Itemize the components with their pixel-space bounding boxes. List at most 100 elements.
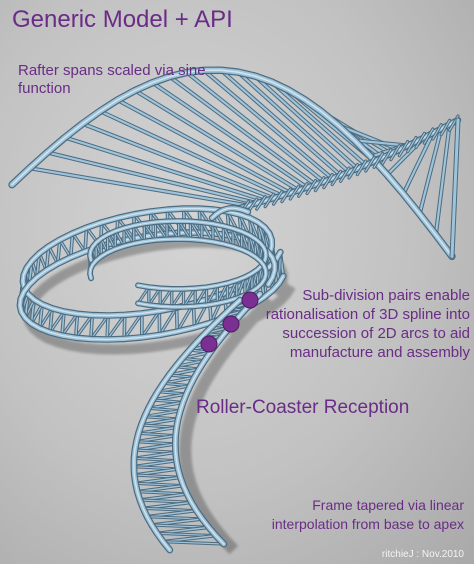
- truss-strut-fill: [84, 226, 88, 253]
- coil-diagonal-fill: [171, 288, 185, 308]
- spine-brace-fill: [407, 136, 417, 153]
- spine-brace-fill: [390, 145, 400, 161]
- spine-brace-fill: [281, 188, 291, 203]
- rafter-fill: [434, 123, 451, 237]
- truss-diagonal-fill: [141, 310, 160, 339]
- spine-brace-fill: [340, 167, 350, 182]
- truss-strut-fill: [123, 314, 126, 340]
- rafter-fill: [63, 136, 267, 202]
- coil-diagonal-fill: [212, 223, 224, 245]
- rafter-fill: [202, 69, 334, 180]
- rafter-fill: [98, 110, 284, 197]
- leg-right-chord-highlight: [174, 293, 261, 545]
- diagram-title: Generic Model + API: [12, 6, 233, 33]
- truss-diagonal-fill: [210, 292, 226, 324]
- spine-brace-fill: [289, 185, 300, 200]
- rafter-fill: [270, 80, 367, 167]
- spine-brace-fill: [381, 149, 392, 165]
- rafter-fill: [418, 127, 443, 216]
- truss-strut-fill: [49, 307, 53, 334]
- coil-diagonal-fill: [205, 284, 218, 306]
- coil-diagonal-fill: [178, 220, 191, 240]
- spine-brace-fill: [365, 156, 375, 172]
- truss-diagonal-fill: [71, 232, 86, 253]
- rafter-fill: [133, 89, 300, 192]
- coil-lower-chord-highlight: [89, 238, 267, 308]
- truss-diagonal-fill: [106, 314, 126, 341]
- coil-diagonal-fill: [143, 223, 156, 241]
- spine-brace-fill: [272, 191, 283, 205]
- truss-diagonal-fill: [123, 312, 143, 340]
- truss-diagonal-fill: [61, 313, 79, 337]
- spine-brace-fill: [348, 163, 358, 179]
- coil-diagonal-fill: [148, 287, 161, 306]
- taper-note: Frame tapered via linear interpolation f…: [271, 497, 464, 532]
- truss-diagonal-fill: [158, 306, 178, 336]
- rafter-fill: [151, 81, 309, 189]
- spine-brace-fill: [306, 180, 317, 195]
- truss-strut-fill: [69, 232, 74, 259]
- truss-strut-fill: [106, 314, 109, 341]
- rafter-fill: [81, 122, 275, 200]
- leg-diagonal-fill: [162, 541, 225, 545]
- rafter-fill: [46, 151, 258, 205]
- rafter-fill: [236, 70, 351, 174]
- truss-diagonal-fill: [226, 210, 243, 239]
- spine-brace-fill: [256, 196, 266, 210]
- author-credit: ritchieJ : Nov.2010: [381, 549, 464, 560]
- rafter-fill: [28, 167, 250, 207]
- roof-connector-highlight: [211, 207, 249, 219]
- spine-brace-fill: [373, 152, 384, 168]
- coil-diagonal-fill: [216, 282, 229, 304]
- coil-diagonal-fill: [189, 220, 203, 241]
- spine-brace-fill: [423, 128, 434, 144]
- spine-brace-fill: [314, 177, 325, 192]
- coil-diagonal-fill: [133, 225, 145, 243]
- rafter-fill: [402, 131, 434, 196]
- spine-brace-fill: [264, 193, 275, 208]
- rafter-fill: [219, 69, 342, 177]
- rafter-fill: [185, 71, 325, 183]
- spiral-truss-frame: [16, 204, 287, 554]
- truss-diagonal-fill: [90, 314, 109, 340]
- truss-diagonal-fill: [49, 310, 65, 333]
- spine-brace-fill: [323, 173, 333, 189]
- coil-diagonal-fill: [194, 286, 208, 307]
- subdivision-marker: [222, 315, 240, 333]
- spine-brace-fill: [440, 119, 451, 136]
- truss-strut-fill: [61, 310, 65, 337]
- spine-brace-fill: [356, 160, 367, 176]
- subdivision-note: Sub-division pairs enable rationalisatio…: [265, 287, 470, 361]
- coil-diagonal-fill: [201, 221, 214, 243]
- roof-end-bar-fill: [450, 118, 460, 258]
- subdivision-marker: [200, 335, 218, 353]
- roof-rafter-array: [8, 66, 462, 261]
- spine-brace-fill: [298, 182, 308, 197]
- coil-diagonal-fill: [154, 221, 168, 240]
- coil-diagonal-fill: [182, 287, 196, 308]
- subdivision-marker: [241, 291, 259, 309]
- rafter-fill: [168, 75, 317, 186]
- coil-upper-chord-highlight: [89, 220, 267, 290]
- leg-left-chord-highlight: [133, 299, 241, 551]
- truss-strut-fill: [74, 312, 79, 339]
- reception-label: Roller-Coaster Reception: [196, 397, 410, 418]
- spine-brace-fill: [415, 132, 426, 149]
- spine-brace-fill: [398, 141, 409, 157]
- spine-brace-fill: [331, 170, 342, 186]
- truss-diagonal-fill: [59, 239, 72, 259]
- truss-strut-fill: [175, 306, 179, 333]
- coil-diagonal-fill: [159, 288, 173, 307]
- coil-diagonal-fill: [137, 286, 150, 304]
- rafter-span-note: Rafter spans scaled via sine function: [18, 62, 206, 97]
- rafter-fill: [116, 98, 292, 195]
- subdivision-markers: [200, 291, 259, 353]
- spine-brace-fill: [432, 124, 442, 140]
- truss-strut-fill: [90, 314, 94, 340]
- roof-outer-arc-highlight: [11, 69, 453, 258]
- truss-diagonal-fill: [75, 314, 93, 339]
- rafter-fill: [253, 74, 359, 170]
- coil-diagonal-fill: [166, 220, 180, 240]
